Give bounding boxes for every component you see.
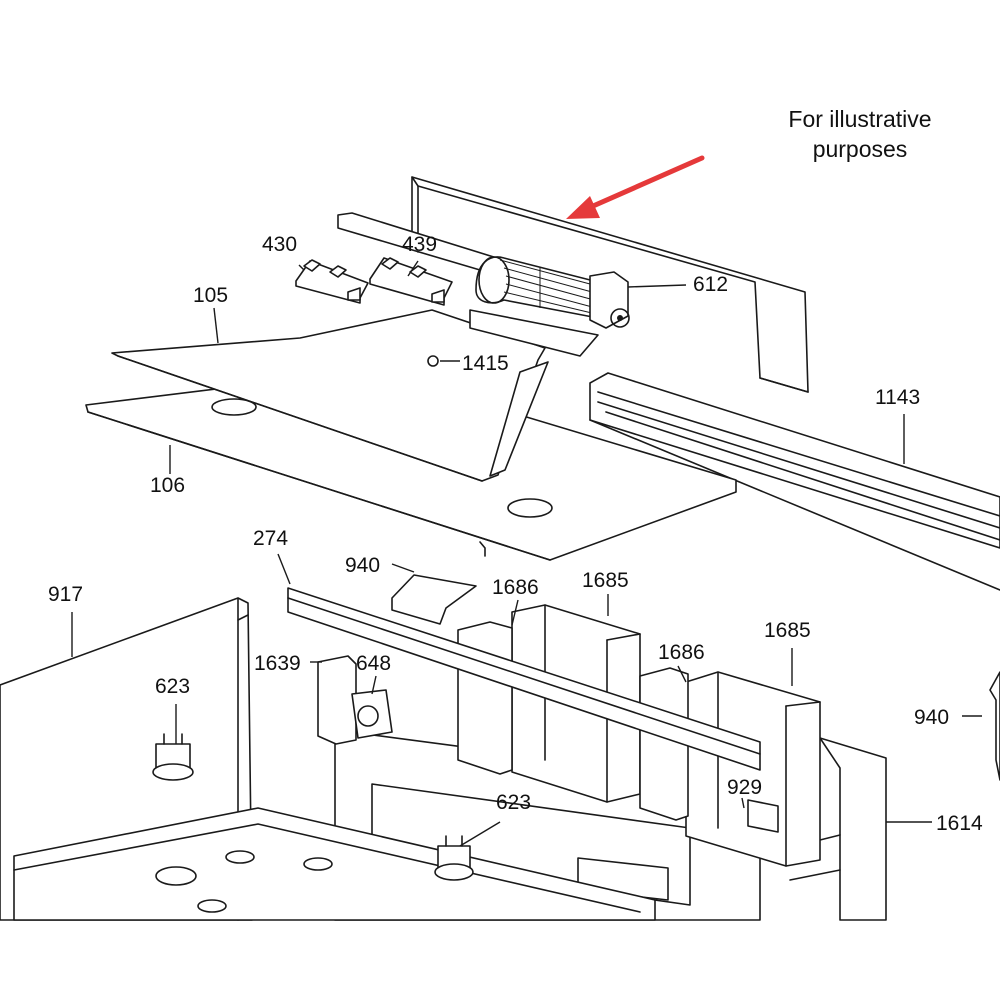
callout-1685-b: 1685 (764, 619, 811, 642)
part-1685-box-b (685, 671, 821, 867)
callout-612: 612 (693, 273, 728, 296)
callout-1639: 1639 (254, 652, 301, 675)
part-623-knob-a (152, 733, 194, 781)
callout-439: 439 (402, 233, 437, 256)
illustrative-note-line-2: purposes (812, 136, 908, 162)
part-940-bracket-b (989, 671, 1000, 781)
callout-648: 648 (356, 652, 391, 675)
illustrative-note: For illustrative purposes (740, 104, 980, 164)
callout-623-b: 623 (496, 791, 531, 814)
callout-1415: 1415 (462, 352, 509, 375)
callout-1614: 1614 (936, 812, 983, 835)
part-1686-bracket-a (457, 621, 513, 775)
part-1143-rail (589, 372, 1000, 591)
callout-929: 929 (727, 776, 762, 799)
part-439-bracket (369, 257, 453, 306)
callout-917: 917 (48, 583, 83, 606)
callout-430: 430 (262, 233, 297, 256)
part-940-bracket-a (391, 574, 477, 625)
callout-105: 105 (193, 284, 228, 307)
part-274-channel (287, 587, 761, 771)
leader-lines (71, 260, 982, 847)
callout-1686-b: 1686 (658, 641, 705, 664)
part-612-blower-fan (469, 256, 630, 357)
callout-1143: 1143 (875, 386, 920, 409)
part-648-switch (351, 689, 393, 739)
part-929-bracket (747, 799, 779, 833)
callout-940-a: 940 (345, 554, 380, 577)
part-105-plate (111, 309, 549, 482)
callout-623-a: 623 (155, 675, 190, 698)
callout-1685-a: 1685 (582, 569, 629, 592)
part-430-bracket (295, 259, 369, 304)
callout-274: 274 (253, 527, 288, 550)
part-623-knob-b (434, 835, 474, 881)
callout-106: 106 (150, 474, 185, 497)
part-1639-post (317, 655, 357, 745)
red-arrow (566, 155, 705, 219)
callout-940-b: 940 (914, 706, 949, 729)
callout-1686-a: 1686 (492, 576, 539, 599)
bottom-tray (13, 807, 656, 921)
illustrative-note-line-1: For illustrative (788, 106, 932, 132)
